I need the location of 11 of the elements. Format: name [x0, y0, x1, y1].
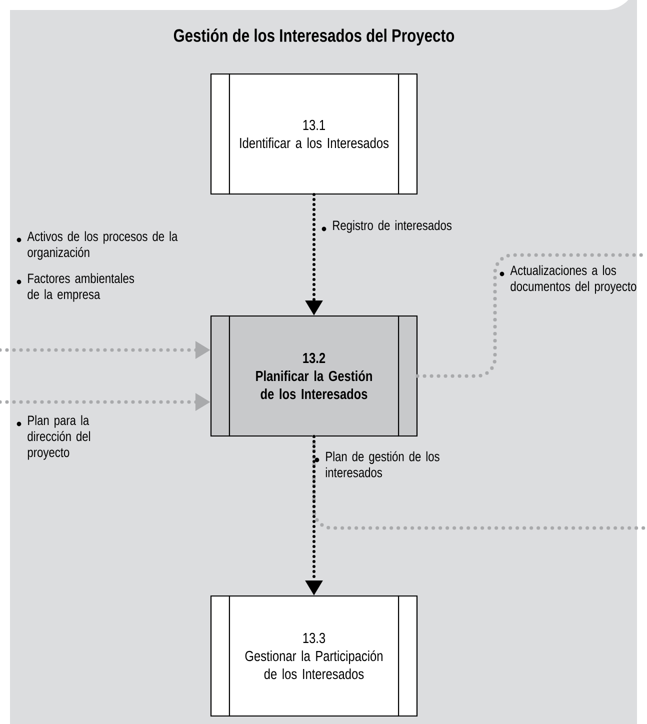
bullet-label: Activos de los procesos de la organización: [16, 231, 178, 260]
connector-line: [312, 434, 647, 530]
process-box: 13.1 Identificar a los Interesados: [210, 73, 418, 195]
title: Gestión de los Interesados del Proyecto: [174, 28, 454, 46]
edge-label: Actualizaciones a los documentos del proyecto: [500, 265, 636, 294]
edge-label: Registro de interesados: [322, 220, 452, 233]
process-box: 13.2 Planificar la Gestión de los Interesados: [210, 315, 418, 437]
process-box: 13.3 Gestionar la Participación de los Interesados: [210, 595, 418, 717]
edge-label: Factores ambientales de la empresa: [16, 273, 134, 302]
edge-label: Plan para la dirección del proyecto: [16, 415, 90, 460]
edge-label: Plan de gestión de los interesados: [314, 451, 440, 478]
